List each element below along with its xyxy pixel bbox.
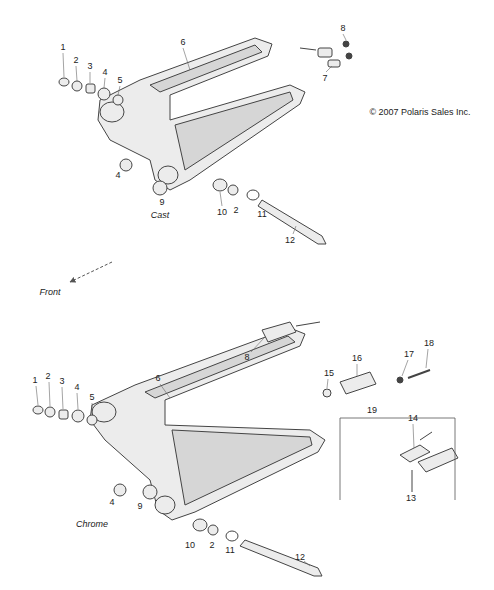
callout-number: 9 — [159, 198, 164, 207]
callout-number: 4 — [115, 171, 120, 180]
note-text: Chrome — [76, 520, 108, 529]
callout-number: 3 — [59, 377, 64, 386]
callout-number: 4 — [74, 383, 79, 392]
callout-number: 11 — [257, 210, 266, 219]
callout-number: 2 — [73, 56, 78, 65]
callout-number: 10 — [185, 541, 195, 550]
note-text: Front — [39, 288, 60, 297]
callout-number: 12 — [295, 553, 305, 562]
note-text: Cast — [151, 211, 170, 220]
note-text: © 2007 Polaris Sales Inc. — [369, 108, 470, 117]
callout-number: 12 — [285, 236, 295, 245]
callout-number: 8 — [244, 353, 249, 362]
callout-number: 2 — [233, 206, 238, 215]
callout-number: 19 — [367, 406, 377, 415]
callout-number: 7 — [322, 74, 327, 83]
callout-number: 11 — [225, 546, 234, 555]
callout-number: 3 — [87, 62, 92, 71]
callout-number: 13 — [406, 494, 416, 503]
callout-number: 15 — [324, 369, 334, 378]
callout-number: 5 — [117, 76, 122, 85]
callout-number: 2 — [209, 541, 214, 550]
callout-number: 14 — [408, 414, 418, 423]
callout-number: 4 — [102, 68, 107, 77]
callout-number: 9 — [137, 502, 142, 511]
callout-number: 16 — [352, 354, 362, 363]
callout-number: 1 — [32, 376, 37, 385]
callout-number: 6 — [155, 374, 160, 383]
callout-number: 8 — [340, 24, 345, 33]
callout-number: 18 — [424, 339, 434, 348]
callout-number: 10 — [217, 208, 227, 217]
callout-number: 17 — [404, 350, 414, 359]
callout-number: 2 — [45, 372, 50, 381]
callout-number: 6 — [180, 38, 185, 47]
callout-number: 4 — [109, 498, 114, 507]
callout-number: 5 — [89, 393, 94, 402]
callout-number: 1 — [60, 43, 65, 52]
